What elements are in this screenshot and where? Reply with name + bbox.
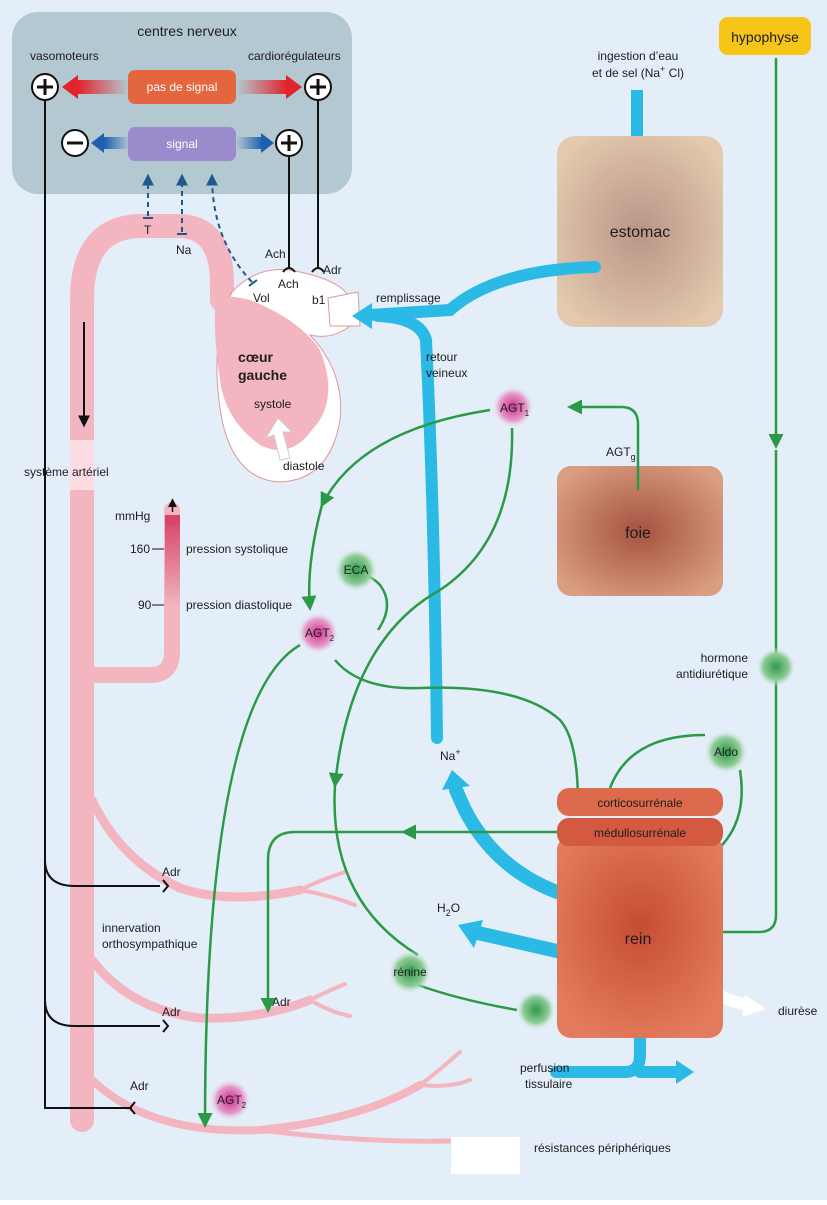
water-label: H2O [437, 901, 460, 918]
ingestion-label-1: ingestion d’eau [598, 49, 679, 63]
diastole-white-arrow [264, 417, 294, 461]
value-90: 90 [138, 598, 152, 612]
signal-label: signal [166, 137, 197, 151]
stomach-box [557, 136, 723, 327]
adr-label-2: Adr [162, 1005, 181, 1019]
aldo-node [704, 730, 748, 774]
vasomotor-label: vasomoteurs [30, 49, 99, 63]
raas-pathways [197, 399, 743, 1128]
hypophyse-label: hypophyse [731, 29, 799, 45]
agt-g-label: AGTg [606, 445, 636, 462]
renin-label: rénine [393, 965, 427, 979]
adh-label-2: antidiurétique [676, 667, 748, 681]
nerve-centers-title: centres nerveux [137, 23, 237, 39]
cardioregulator-plus-icon [304, 73, 332, 101]
adr-label-1: Adr [162, 865, 181, 879]
kidney-box [557, 836, 723, 1038]
adrenal-cortex-box [557, 788, 723, 816]
sympathetic-nerves [44, 100, 170, 1115]
sodium-sensor-label: Na [176, 243, 192, 257]
signal-box [128, 127, 236, 161]
orthosympathetic-label: orthosympathique [102, 937, 198, 951]
systolic-pressure-label: pression systolique [186, 542, 288, 556]
adrenal-medulla-box [557, 818, 723, 846]
hypophyse-box [719, 17, 811, 55]
kidney-label: rein [625, 931, 652, 948]
heart-title-1: cœur [238, 349, 274, 365]
agt2-node [297, 612, 339, 654]
venous-return-label-2: veineux [426, 366, 467, 380]
diuresis-label: diurèse [778, 1004, 818, 1018]
agt2-peripheral-label: AGT2 [217, 1093, 247, 1110]
adh-node [756, 647, 796, 687]
resistance-legend-swatch [451, 1137, 520, 1174]
vasomotor-plus-icon [31, 73, 59, 101]
eca-label: ECA [344, 563, 369, 577]
cardio-activation-plus-icon [275, 129, 303, 157]
mmhg-label: mmHg [115, 509, 150, 523]
agt2-peripheral-node [209, 1079, 251, 1121]
no-signal-box [128, 70, 236, 104]
renin-node [388, 950, 432, 994]
cardiac-efferents [282, 100, 325, 273]
temperature-label: T [144, 223, 152, 237]
left-heart [214, 269, 361, 483]
liver-box [557, 466, 723, 596]
liver-label: foie [625, 525, 651, 542]
ach-label-1: Ach [265, 247, 286, 261]
no-signal-label: pas de signal [147, 80, 218, 94]
adh-label-1: hormone [701, 651, 749, 665]
inhibit-blue-arrow [104, 137, 130, 149]
agt1-node [492, 386, 534, 428]
systole-label: systole [254, 397, 292, 411]
innervation-label: innervation [102, 921, 161, 935]
vasomotor-red-arrow [78, 80, 128, 94]
eca-node [334, 548, 378, 592]
ingestion-label-2: et de sel (Na+ Cl) [592, 64, 684, 80]
juxtaglomerular-node [516, 990, 556, 1030]
adr-label-3: Adr [130, 1079, 149, 1093]
arterial-pulse-band [70, 440, 94, 490]
diastole-label: diastole [283, 459, 325, 473]
nerve-centers-panel: centres nerveux vasomoteurs cardiorégula… [12, 12, 352, 194]
cardioregulator-label: cardiorégulateurs [248, 49, 341, 63]
adrenal-cortex-label: corticosurrénale [597, 796, 683, 810]
ach-label-2: Ach [278, 277, 299, 291]
stomach-label: estomac [610, 224, 670, 241]
adr-heart-label: Adr [323, 263, 342, 277]
resistance-legend-label: résistances périphériques [534, 1141, 671, 1155]
sodium-label: Na+ [440, 747, 461, 763]
agt1-label: AGT1 [500, 401, 530, 418]
arterial-system-label: système artériel [24, 465, 109, 479]
value-160: 160 [130, 542, 150, 556]
aldo-label: Aldo [714, 745, 738, 759]
baroreceptor-afferents [142, 173, 253, 283]
systolic-gauge [165, 518, 180, 608]
filling-label: remplissage [376, 291, 441, 305]
diastolic-pressure-label: pression diastolique [186, 598, 292, 612]
vasomotor-minus-icon [61, 129, 89, 157]
perfusion-label-1: perfusion [520, 1061, 569, 1075]
adr-label-4: Adr [272, 995, 291, 1009]
heart-title-2: gauche [238, 367, 287, 383]
volume-sensor-label: Vol [253, 291, 270, 305]
venous-return-label-1: retour [426, 350, 457, 364]
activate-blue-arrow [236, 137, 262, 149]
agt2-label: AGT2 [305, 626, 335, 643]
perfusion-label-2: tissulaire [525, 1077, 573, 1091]
cardioregulator-red-arrow [237, 80, 287, 94]
adrenal-medulla-label: médullosurrénale [594, 826, 686, 840]
b1-label: b1 [312, 293, 326, 307]
